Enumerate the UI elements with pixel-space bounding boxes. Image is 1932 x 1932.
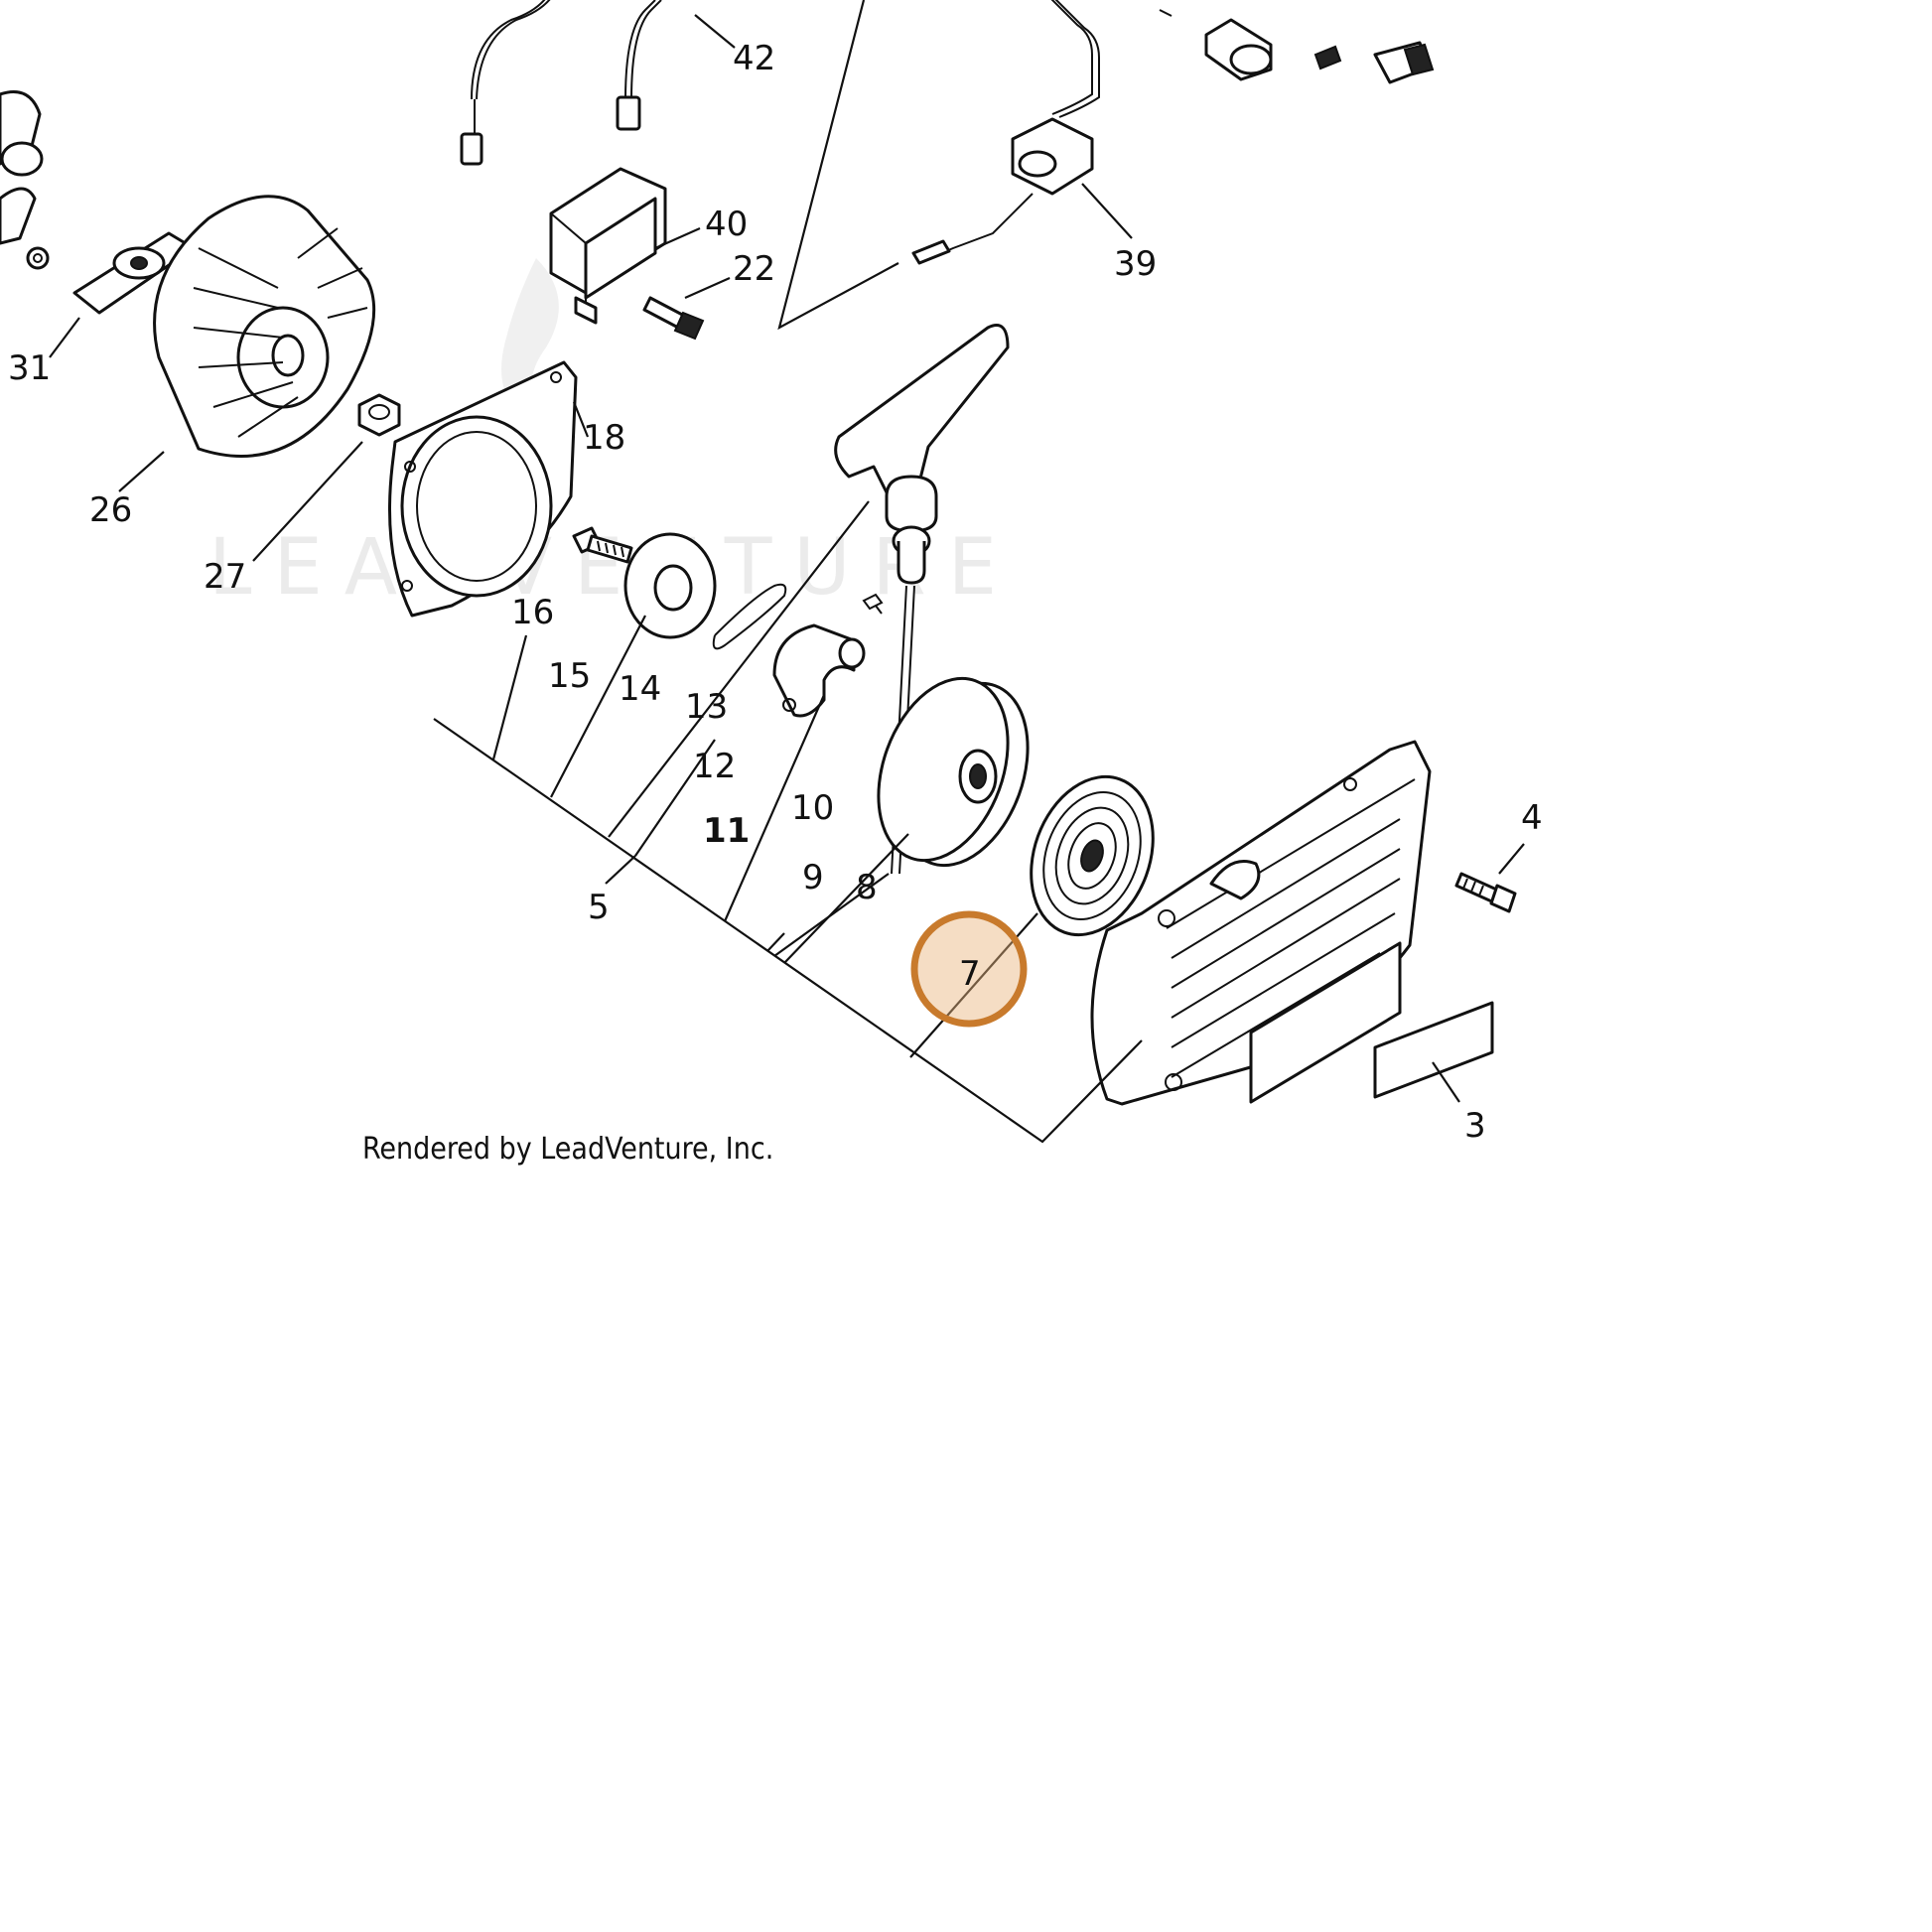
pawl-13-part xyxy=(772,623,866,718)
highlight-marker xyxy=(910,910,1028,1028)
callout-12[interactable]: 12 xyxy=(693,747,736,786)
fan-housing-part xyxy=(388,360,578,618)
callout-31[interactable]: 31 xyxy=(8,348,51,388)
callout-15[interactable]: 15 xyxy=(548,656,591,696)
ignition-module-part xyxy=(549,167,667,325)
callout-22[interactable]: 22 xyxy=(733,249,775,289)
callout-14[interactable]: 14 xyxy=(619,669,661,709)
nut-27-part xyxy=(357,393,401,437)
callout-16[interactable]: 16 xyxy=(511,593,554,632)
clip-14-part xyxy=(712,583,787,650)
starter-cover-part xyxy=(1090,740,1432,1106)
callout-4[interactable]: 4 xyxy=(1521,798,1543,838)
callout-10[interactable]: 10 xyxy=(791,788,834,828)
callout-39[interactable]: 39 xyxy=(1114,244,1157,284)
screw-4-part xyxy=(1454,872,1517,913)
callout-labels: 42 40 22 39 31 26 27 18 16 15 14 13 12 1… xyxy=(8,39,1543,1146)
ratchet-15-part xyxy=(623,532,717,639)
callout-5[interactable]: 5 xyxy=(588,888,610,927)
callout-11[interactable]: 11 xyxy=(703,811,750,851)
plate-31-part xyxy=(72,231,196,315)
spring-12-part xyxy=(862,593,884,615)
callout-8[interactable]: 8 xyxy=(856,868,878,907)
recoil-spring-part xyxy=(1030,774,1155,937)
callout-27[interactable]: 27 xyxy=(204,557,246,597)
callout-13[interactable]: 13 xyxy=(685,687,728,727)
bolt-16-part xyxy=(572,526,633,564)
flywheel-part xyxy=(153,195,376,458)
rope-pulley-part xyxy=(877,676,1030,868)
spark-plug-part xyxy=(1159,9,1435,84)
callout-40[interactable]: 40 xyxy=(705,205,748,244)
crankcase-partial-part xyxy=(0,90,50,270)
decal-3-part xyxy=(1373,1001,1494,1099)
callout-9[interactable]: 9 xyxy=(802,858,824,897)
callout-18[interactable]: 18 xyxy=(583,418,625,458)
ignition-coil-part xyxy=(911,0,1100,265)
screw-22-part xyxy=(642,296,705,341)
wire-harness-part xyxy=(460,0,662,166)
callout-42[interactable]: 42 xyxy=(733,39,775,78)
callout-7[interactable]: 7 xyxy=(959,954,981,994)
callout-26[interactable]: 26 xyxy=(89,490,132,530)
callout-3[interactable]: 3 xyxy=(1464,1106,1486,1146)
leader-lines xyxy=(49,0,1525,1144)
render-credit: Rendered by LeadVenture, Inc. xyxy=(362,1132,773,1167)
